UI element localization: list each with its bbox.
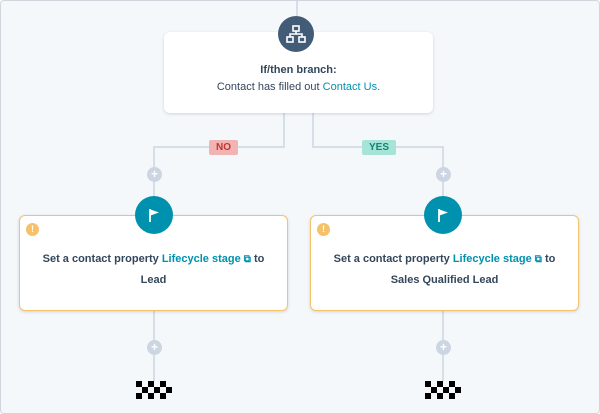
warning-icon: ! — [26, 223, 39, 236]
set-property-action-card-no[interactable]: ! Set a contact property Lifecycle stage… — [19, 215, 288, 311]
action-suffix: to — [541, 253, 556, 265]
branch-description: Contact has filled out Contact Us. — [164, 78, 433, 96]
no-branch-label: NO — [209, 140, 238, 155]
lifecycle-stage-link[interactable]: Lifecycle stage — [452, 253, 532, 265]
add-action-button-no-bottom[interactable]: + — [147, 340, 162, 355]
action-prefix: Set a contact property — [333, 253, 453, 265]
action-description: Set a contact property Lifecycle stage ⧉… — [311, 249, 578, 291]
branch-icon — [286, 25, 306, 43]
branch-node-icon[interactable] — [278, 16, 314, 52]
action-node-icon-no[interactable] — [135, 196, 173, 234]
action-prefix: Set a contact property — [42, 253, 162, 265]
action-suffix: to — [250, 253, 265, 265]
action-description: Set a contact property Lifecycle stage ⧉… — [20, 249, 287, 291]
external-link-icon[interactable]: ⧉ — [534, 254, 542, 265]
external-link-icon[interactable]: ⧉ — [243, 254, 251, 265]
checkered-flag-icon — [136, 381, 172, 399]
action-value: Lead — [140, 274, 167, 286]
flag-icon — [438, 209, 448, 222]
action-node-icon-yes[interactable] — [424, 196, 462, 234]
add-action-button-no-top[interactable]: + — [147, 167, 162, 182]
action-value: Sales Qualified Lead — [390, 274, 499, 286]
lifecycle-stage-link[interactable]: Lifecycle stage — [161, 253, 241, 265]
flag-icon — [149, 209, 159, 222]
warning-icon: ! — [317, 223, 330, 236]
yes-branch-label: YES — [362, 140, 397, 155]
add-action-button-yes-top[interactable]: + — [436, 167, 451, 182]
branch-title: If/then branch: — [260, 64, 337, 76]
branch-condition-text: Contact has filled out — [216, 81, 323, 93]
contact-us-form-link[interactable]: Contact Us. — [322, 81, 381, 93]
checkered-flag-icon — [425, 381, 461, 399]
add-action-button-yes-bottom[interactable]: + — [436, 340, 451, 355]
